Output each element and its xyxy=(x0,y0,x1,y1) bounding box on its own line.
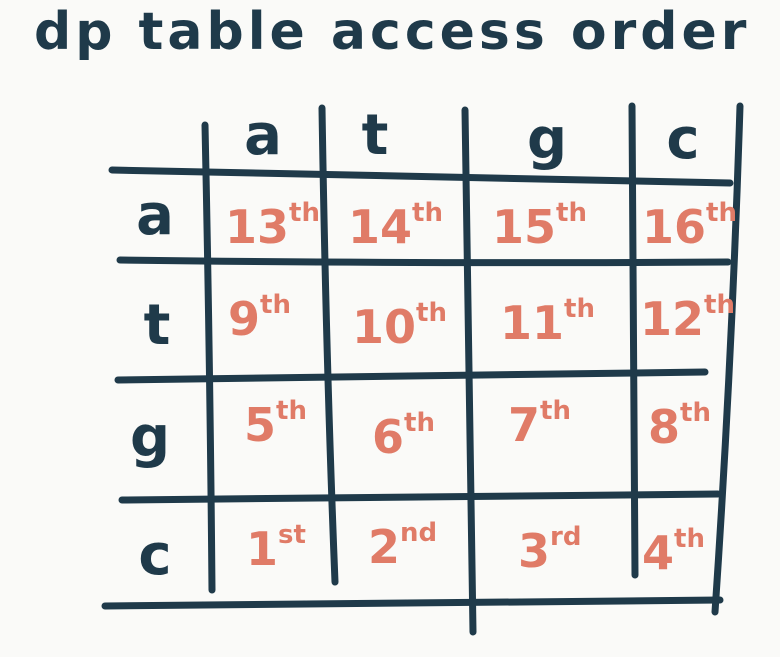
order-cell: 1st xyxy=(246,520,306,576)
order-cell: 5th xyxy=(244,396,307,452)
order-cell: 15th xyxy=(492,198,587,254)
row-header-t: t xyxy=(143,293,171,358)
order-cell: 13th xyxy=(225,198,320,254)
order-cell: 8th xyxy=(648,398,711,454)
diagram-title: dp table access order xyxy=(34,2,751,62)
row-header-g: g xyxy=(129,405,171,470)
grid-line-v xyxy=(461,106,477,636)
order-cell: 11th xyxy=(500,294,595,350)
grid-line-h xyxy=(108,166,734,187)
column-header-a: a xyxy=(244,103,282,168)
grid-line-v xyxy=(318,104,339,586)
order-cell: 7th xyxy=(508,396,571,452)
order-cell: 16th xyxy=(642,198,737,254)
order-cell: 6th xyxy=(372,408,435,464)
grid-line-v xyxy=(711,102,744,616)
row-header-a: a xyxy=(136,183,174,248)
order-cell: 9th xyxy=(228,290,291,346)
order-cell: 4th xyxy=(642,524,705,580)
column-header-t: t xyxy=(361,103,389,168)
order-cell: 12th xyxy=(640,290,735,346)
order-cell: 10th xyxy=(352,298,447,354)
grid-line-h xyxy=(101,596,724,610)
grid-line-h xyxy=(114,368,709,384)
grid-line-h xyxy=(116,256,732,267)
order-cell: 14th xyxy=(348,198,443,254)
order-cell: 2nd xyxy=(368,518,438,574)
column-header-g: g xyxy=(526,107,568,172)
grid-line-v xyxy=(628,102,639,579)
row-header-c: c xyxy=(138,523,172,588)
column-header-c: c xyxy=(666,107,700,172)
grid-line-h xyxy=(118,490,722,504)
order-cell: 3rd xyxy=(518,522,582,578)
grid-line-v xyxy=(201,121,216,594)
